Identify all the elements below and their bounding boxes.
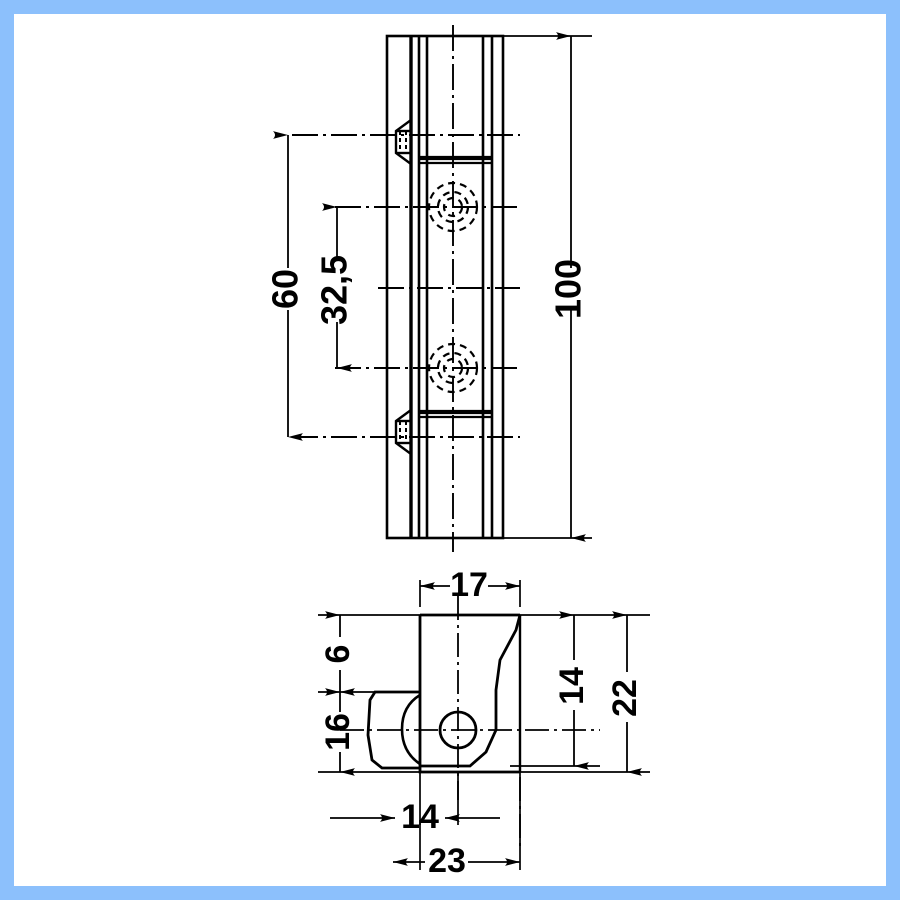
- countersunk-screw-top: [394, 119, 412, 165]
- dimension-32-5: 32,5: [314, 203, 355, 372]
- dimension-23-label: 23: [428, 842, 466, 880]
- dimension-14-bottom-label: 14: [401, 798, 439, 836]
- dimension-60: 60: [265, 131, 306, 441]
- dimension-17-label: 17: [450, 566, 488, 604]
- dimension-32-5-label: 32,5: [314, 255, 355, 325]
- front-view: 100 60 32,5: [265, 25, 592, 552]
- dimension-6: 6: [319, 611, 357, 696]
- dimension-16-label: 16: [319, 713, 357, 751]
- dimension-14-bottom: 14: [330, 798, 500, 836]
- dimension-16: 16: [319, 688, 357, 776]
- dimension-17: 17: [420, 566, 520, 604]
- dimension-14-right-label: 14: [553, 667, 591, 705]
- dimension-6-label: 6: [319, 645, 357, 664]
- dimension-22: 22: [606, 611, 644, 776]
- section-view-inner-arc: [400, 693, 421, 766]
- front-view-body-outline: [385, 34, 505, 540]
- dimension-100: 100: [548, 32, 589, 542]
- section-view-centerlines: [340, 596, 600, 850]
- countersunk-screw-bottom: [394, 409, 412, 455]
- dimension-23: 23: [393, 842, 520, 880]
- dimension-60-label: 60: [265, 269, 306, 309]
- section-view-outline: [366, 613, 522, 774]
- dimension-14-right: 14: [553, 611, 591, 770]
- front-view-profile-lines: [409, 36, 494, 538]
- front-view-centerlines: [292, 25, 520, 552]
- dimension-22-label: 22: [606, 679, 644, 717]
- dimension-100-label: 100: [548, 259, 589, 319]
- front-view-lower-flange: [419, 409, 492, 419]
- section-view: 17 6 16 14 22 14: [318, 566, 650, 880]
- front-view-upper-flange: [419, 155, 492, 165]
